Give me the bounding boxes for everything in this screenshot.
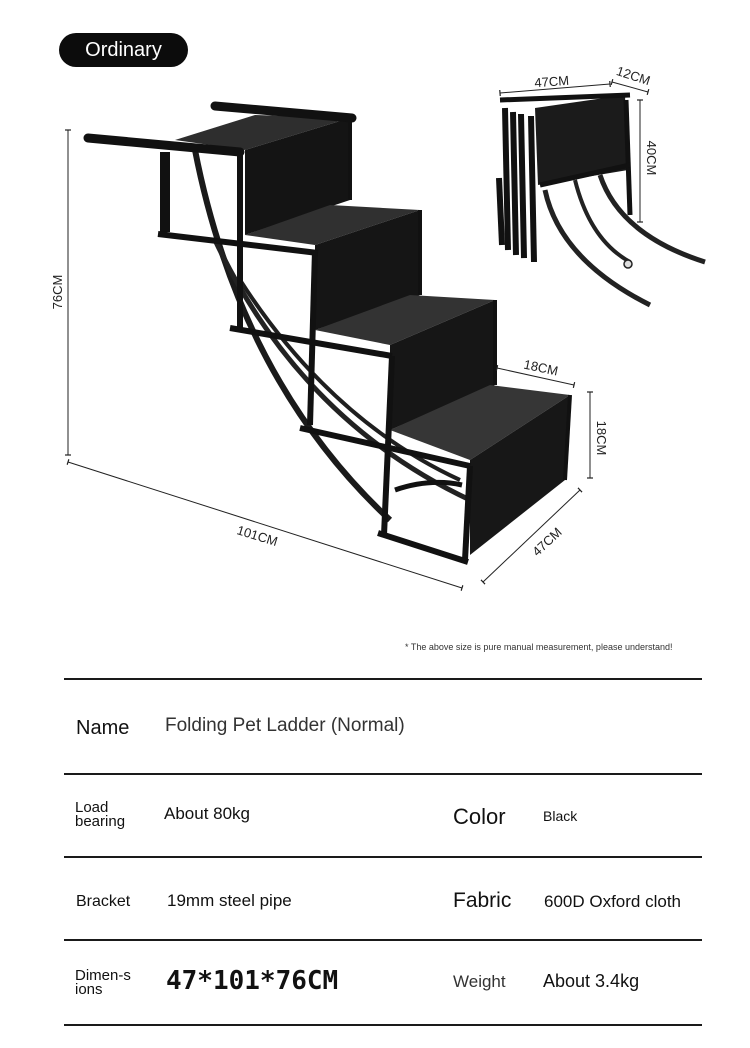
bracket-value: 19mm steel pipe [167, 891, 292, 910]
length-dimension-label: 101CM [235, 522, 279, 549]
folded-height-dimension-label: 40CM [644, 141, 659, 176]
load-bearing-value: About 80kg [164, 804, 251, 823]
variant-badge: Ordinary [59, 33, 188, 67]
pet-ladder-image [83, 101, 572, 565]
table-divider [64, 678, 702, 680]
height-dimension-label: 76CM [50, 275, 65, 310]
dimension-lines [65, 78, 650, 592]
product-illustration: 76CM 101CM 47CM 18CM 18CM 47CM 12CM 40CM [50, 63, 706, 592]
weight-label: Weight [453, 972, 506, 991]
width-dimension-label: 47CM [529, 524, 565, 559]
color-label: Color [453, 804, 506, 829]
table-divider [64, 939, 702, 941]
weight-value: About 3.4kg [543, 971, 640, 991]
table-divider [64, 856, 702, 858]
step-height-dimension-label: 18CM [594, 421, 609, 456]
folded-ladder-image [496, 92, 706, 308]
fabric-value: 600D Oxford cloth [544, 892, 682, 911]
name-value: Folding Pet Ladder (Normal) [165, 715, 405, 736]
dimensions-label: Dimen-sions [75, 967, 131, 998]
measurement-note: * The above size is pure manual measurem… [405, 642, 673, 652]
step-depth-dimension-label: 18CM [522, 357, 559, 379]
folded-width-dimension-label: 47CM [534, 73, 570, 90]
fabric-label: Fabric [453, 889, 512, 912]
dimensions-value: 47*101*76CM [166, 966, 339, 996]
name-label: Name [76, 717, 130, 739]
color-value: Black [543, 808, 578, 824]
bracket-label: Bracket [76, 893, 131, 910]
table-divider [64, 1024, 702, 1026]
table-divider [64, 773, 702, 775]
load-bearing-label: Load bearing [75, 799, 126, 830]
